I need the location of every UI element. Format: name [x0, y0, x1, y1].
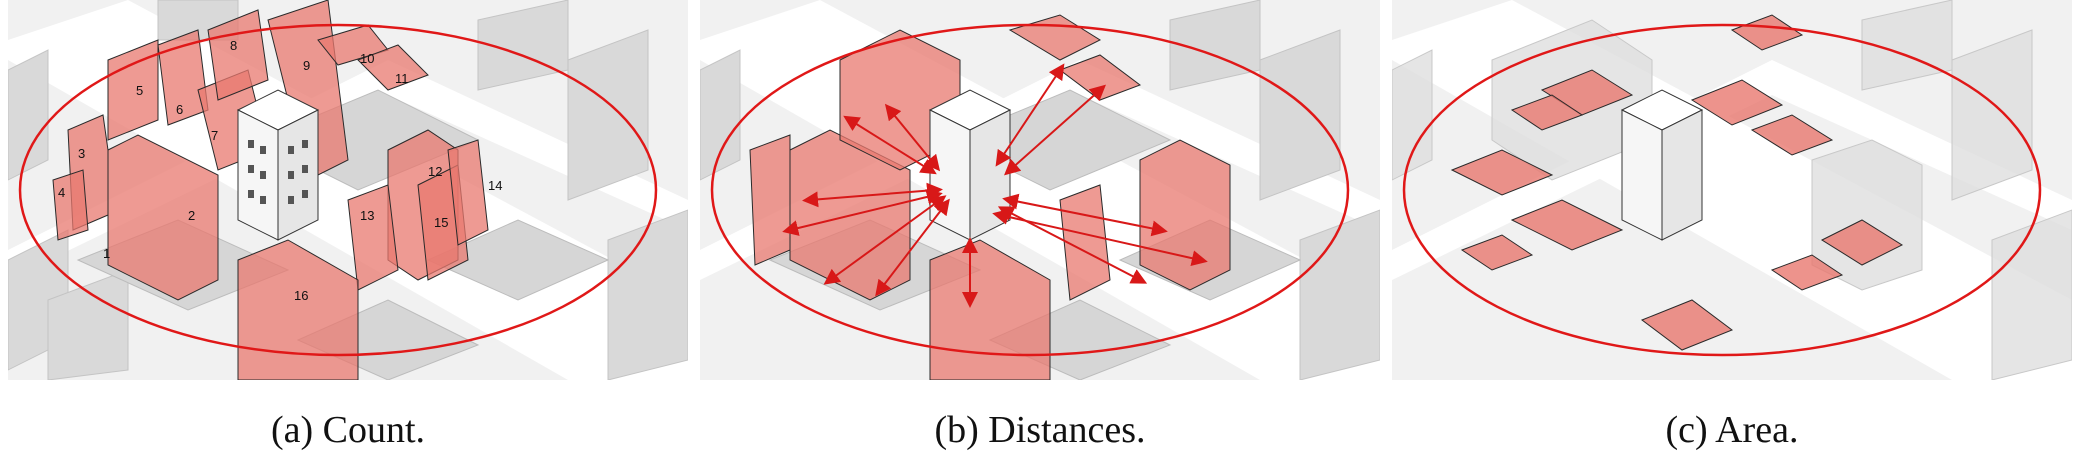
building-label: 3 [78, 146, 85, 161]
building-label: 11 [395, 71, 409, 86]
area-illustration [1392, 0, 2072, 380]
caption-count: (a) Count. [270, 409, 426, 451]
building-label: 5 [136, 83, 143, 98]
building-label: 2 [188, 208, 195, 223]
building-label: 12 [428, 164, 442, 179]
building-label: 10 [360, 51, 374, 66]
panel-distances [700, 0, 1380, 380]
caption-distances: (b) Distances. [934, 409, 1146, 451]
radius-circle [710, 23, 1350, 357]
building-label: 1 [103, 246, 110, 261]
footprint-areas [1450, 14, 1904, 351]
building-label: 9 [303, 58, 310, 73]
building-label: 16 [294, 288, 308, 303]
distances-illustration [700, 0, 1380, 380]
building-label: 4 [58, 185, 65, 200]
central-tower [236, 89, 320, 241]
count-illustration: 1 2 3 4 5 6 7 8 9 10 11 12 13 14 15 16 [8, 0, 688, 380]
building-label: 6 [176, 102, 183, 117]
distance-arrows [782, 63, 1208, 308]
building-label: 7 [211, 128, 218, 143]
central-tower [1620, 89, 1704, 241]
panel-count: 1 2 3 4 5 6 7 8 9 10 11 12 13 14 15 16 [8, 0, 688, 380]
panel-area [1392, 0, 2072, 380]
building-label: 8 [230, 38, 237, 53]
radius-circle [18, 23, 658, 357]
caption-area: (c) Area. [1665, 409, 1799, 451]
radius-circle [1402, 23, 2042, 357]
building-label: 14 [488, 178, 502, 193]
building-label: 15 [434, 215, 448, 230]
central-tower [928, 89, 1012, 241]
building-label: 13 [360, 208, 374, 223]
